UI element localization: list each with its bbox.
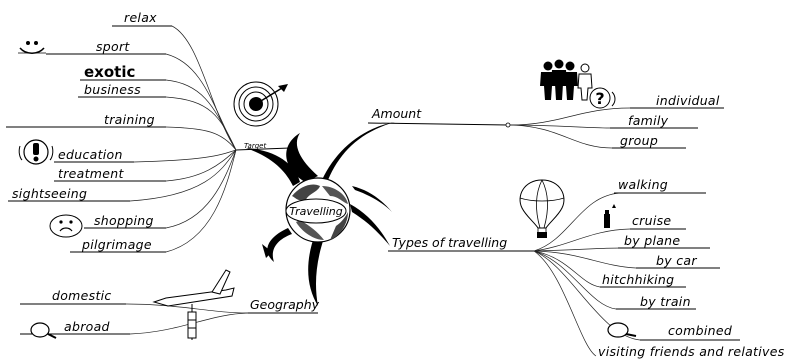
types-item-combined: combined [668,323,732,338]
center-bubble [285,198,347,224]
target-branch: Target relax sport exotic business train… [6,10,291,253]
types-item-by-train: by train [640,294,691,309]
center-label: Travelling [289,205,343,218]
types-item-by-car: by car [656,253,697,268]
plane-icon [152,269,235,340]
types-item-by-plane: by plane [624,233,680,248]
target-icon [233,81,288,127]
people-icon [540,59,593,101]
geography-item-abroad: abroad [64,319,110,334]
target-item-training: training [104,112,155,127]
smiley-icon [18,41,46,54]
target-item-shopping: shopping [94,213,154,228]
target-item-pilgrimage: pilgrimage [81,237,152,252]
exclamation-icon [18,139,54,165]
types-item-cruise: cruise [632,213,671,228]
target-item-exotic: exotic [84,63,135,81]
target-item-sightseeing: sightseeing [12,186,87,201]
magnifier-icon [30,322,57,339]
target-item-education: education [58,147,123,162]
target-item-sport: sport [96,39,130,54]
geography-label: Geography [250,297,320,312]
amount-branch: Amount individual family group [367,93,724,149]
types-item-visiting-friends-and-relatives: visiting friends and relatives [598,344,785,359]
target-item-treatment: treatment [58,166,124,181]
geography-branch: Geography domestic abroad [20,288,320,335]
target-item-relax: relax [124,10,157,25]
target-item-business: business [84,82,141,97]
types-item-walking: walking [618,177,668,192]
sad-face-icon [49,214,83,238]
magnifier-icon-2 [607,322,637,338]
amount-item-family: family [628,113,669,128]
balloon-icon [519,179,565,238]
types-label: Types of travelling [392,235,507,250]
types-item-hitchhiking: hitchhiking [602,272,674,287]
svg-text:?: ? [595,89,604,108]
target-label: Target [244,142,266,150]
bottle-icon [604,204,616,228]
center-swirls [246,122,395,306]
geography-item-domestic: domestic [52,288,112,303]
types-branch: Types of travelling walking cruise by pl… [388,177,785,359]
amount-item-group: group [620,133,658,148]
amount-item-individual: individual [656,93,720,108]
question-icon: ? [589,87,616,109]
amount-label: Amount [371,106,422,121]
